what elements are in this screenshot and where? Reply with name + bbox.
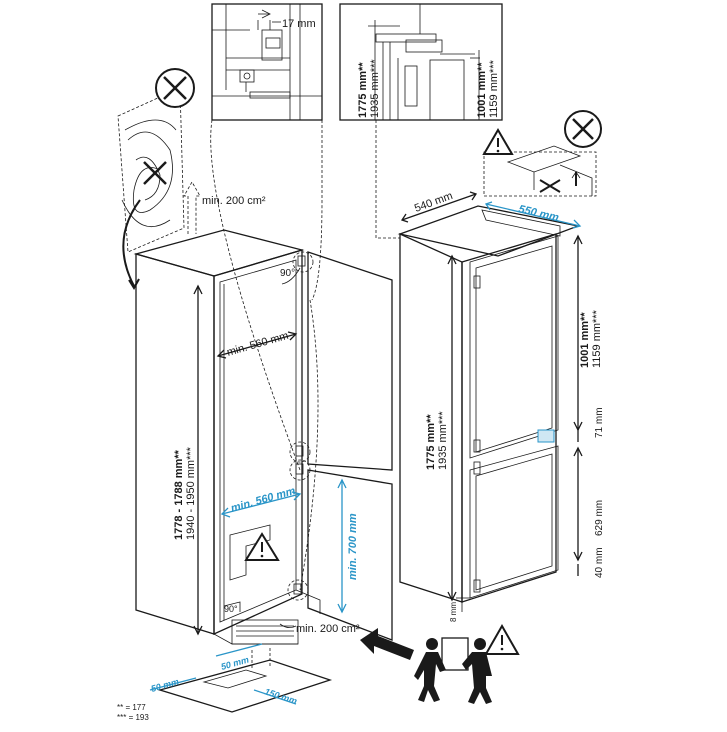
connector-hinge-top [311,120,323,301]
vent-top-label: min. 200 cm² [202,195,266,207]
vent-arrow-icon [183,181,201,234]
angle-bottom-label: 90° [224,604,238,614]
footnote-triple: *** = 193 [117,713,149,722]
niche-height-label: 1778 - 1788 mm** [173,449,185,540]
two-person-carry-icon [414,637,492,704]
vent-grille [231,619,299,645]
detail-height-1001: 1001 mm** [476,62,488,118]
door-height-label: min. 700 mm [347,513,359,580]
gap-17mm-label: 17 mm [282,18,316,30]
prohibited-icon [564,110,602,148]
depth-label: 540 mm [413,190,454,215]
top-right-detail-box [483,145,597,197]
hinge-bottom [287,579,309,601]
wood-panel-prohibited [117,68,195,290]
warning-icon [482,128,514,155]
connector-hinge-mid [210,119,301,471]
bottom-40-label: 40 mm [594,547,605,578]
width-top-label: min. 560 mm [226,330,290,359]
total-height-label: 1775 mm** [425,414,437,470]
width-label: 550 mm [517,203,560,224]
warning-icon [244,532,280,561]
niche-height-alt-label: 1940 - 1950 mm*** [185,446,197,540]
hinge-top [292,251,314,273]
prohibited-icon [143,161,167,185]
detail-hinge-box: 17 mm [211,3,323,121]
detail-height-1935: 1935 mm*** [369,59,381,118]
niche-cabinet [133,229,321,645]
upper-height-alt-label: 1159 mm*** [591,309,603,368]
detail-height-1775: 1775 mm** [357,62,369,118]
gap-71-label: 71 mm [594,407,605,438]
depth-dimension [401,193,477,221]
footnote-double: ** = 177 [117,703,146,712]
warning-icon [484,623,520,655]
direction-arrow-icon [360,628,414,660]
width-bottom-label: min. 560 mm [230,485,298,515]
prohibited-icon [155,68,195,108]
door-lower [307,469,393,641]
plinth-detail: 50 mm 50 mm 150 mm [150,643,333,713]
width-dimension [485,203,581,227]
upper-height-label: 1001 mm** [579,312,591,368]
connector-topview [375,120,400,239]
door-upper [307,251,393,471]
vent-bottom-label: min. 200 cm² [296,623,360,635]
detail-top-view-box: 1775 mm** 1935 mm*** 1001 mm** 1159 mm**… [339,3,503,121]
connector-hinge-bottom [299,299,319,591]
width-top-dimension [217,333,297,357]
angle-top-label: 90° [280,268,295,279]
detail-height-1159: 1159 mm*** [488,59,500,118]
appliance-body [397,205,581,612]
foot-8-label: 8 mm [449,602,458,622]
hinge-mid [289,441,311,481]
width-bottom-dimension [221,493,301,515]
lower-height-label: 629 mm [594,500,605,536]
plinth-width-label: 150 mm [263,686,298,706]
total-height-alt-label: 1935 mm*** [437,411,449,470]
